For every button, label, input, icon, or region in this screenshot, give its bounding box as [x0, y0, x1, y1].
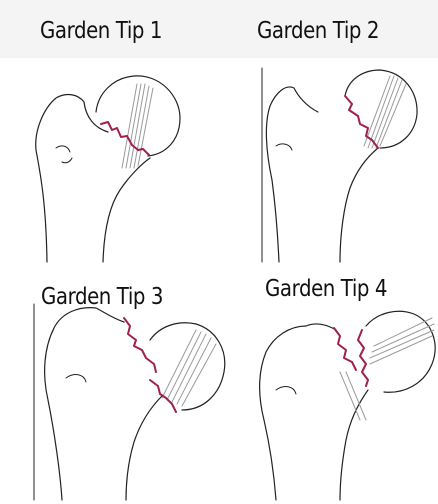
greater-trochanter-detail	[66, 375, 86, 382]
femoral-head	[366, 311, 435, 392]
femur-shaft-outline	[45, 308, 124, 500]
trabecular-lines	[340, 318, 434, 420]
greater-trochanter-detail	[276, 387, 296, 394]
fracture-line-head	[150, 380, 176, 412]
greater-trochanter-detail	[56, 146, 72, 163]
trabecular-lines	[162, 330, 216, 406]
fracture-line-neck	[334, 328, 356, 370]
femur-shaft-outline	[260, 324, 336, 500]
fracture-line-head	[358, 330, 368, 386]
femur-shaft-outline	[36, 95, 108, 262]
femur-garden-2	[262, 68, 417, 262]
femur-garden-4	[260, 311, 435, 500]
trabecular-lines	[364, 76, 406, 148]
fracture-line-neck	[124, 318, 156, 372]
femur-garden-3	[34, 304, 225, 500]
femur-shaft-outline	[266, 87, 318, 262]
femur-shaft-medial	[340, 148, 378, 262]
femur-shaft-medial	[103, 158, 150, 262]
greater-trochanter-detail	[276, 144, 292, 150]
femur-garden-1	[36, 76, 180, 262]
femoral-head	[345, 70, 417, 148]
femur-shaft-medial	[126, 396, 162, 500]
